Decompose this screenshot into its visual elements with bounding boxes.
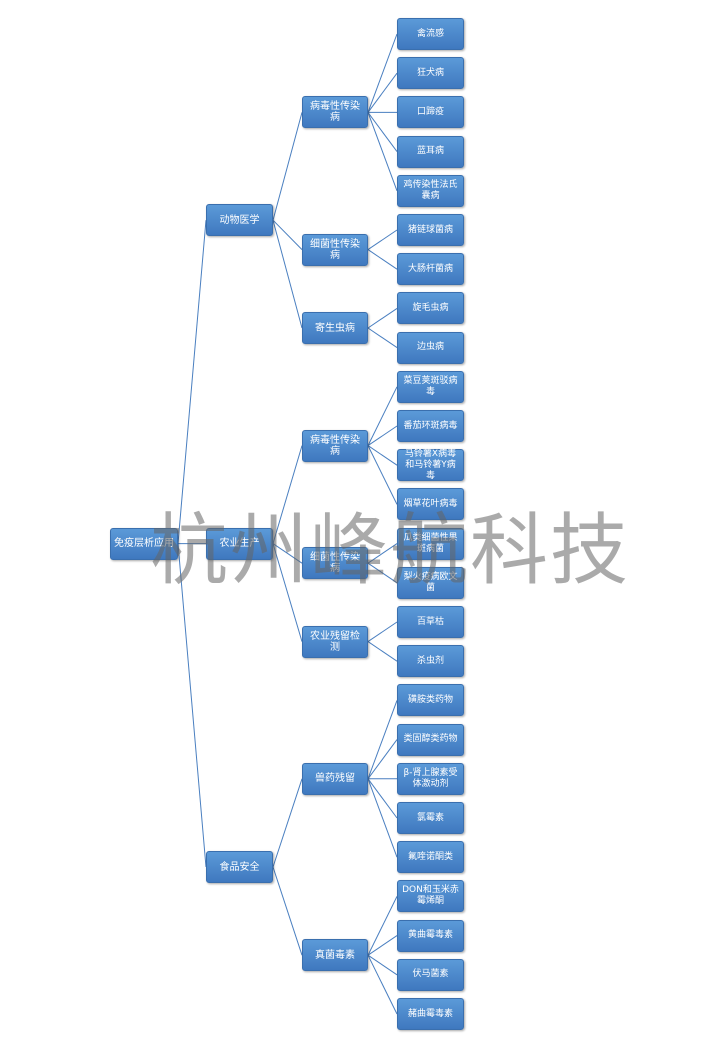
category-node: 细菌性传染病 xyxy=(302,233,368,266)
connector-line xyxy=(177,220,207,544)
connector-line xyxy=(272,220,303,329)
connector-line xyxy=(367,562,398,584)
connector-line xyxy=(367,778,398,858)
domain-node: 食品安全 xyxy=(206,851,273,883)
leaf-node: 大肠杆菌病 xyxy=(397,253,464,286)
leaf-node: 菜豆荚斑驳病毒 xyxy=(397,370,464,403)
leaf-node: 烟草花叶病毒 xyxy=(397,488,464,521)
leaf-node: 猪链球菌病 xyxy=(397,214,464,246)
connector-line xyxy=(272,543,303,642)
leaf-node: 百草枯 xyxy=(397,606,464,638)
connector-line xyxy=(367,445,398,505)
connector-line xyxy=(272,219,303,250)
leaf-node: 鸡传染性法氏囊病 xyxy=(397,174,464,207)
connector-line xyxy=(367,425,398,447)
connector-line xyxy=(367,935,398,956)
connector-line xyxy=(367,641,398,662)
category-node: 病毒性传染病 xyxy=(302,429,368,462)
connector-line xyxy=(367,33,398,113)
connector-line xyxy=(367,445,398,466)
domain-node: 动物医学 xyxy=(206,204,273,237)
leaf-node: 旋毛虫病 xyxy=(397,292,464,325)
connector-line xyxy=(367,386,398,446)
connector-line xyxy=(272,112,303,221)
root-node: 免疫层析应用 xyxy=(110,527,178,560)
connector-line xyxy=(367,249,398,270)
leaf-node: 赭曲霉毒素 xyxy=(397,998,464,1030)
connector-line xyxy=(367,307,398,329)
connector-line xyxy=(367,739,398,780)
connector-line xyxy=(272,866,303,956)
leaf-node: 梨火疫病欧文菌 xyxy=(397,566,464,599)
connector-line xyxy=(367,327,398,349)
connector-line xyxy=(367,112,398,152)
leaf-node: 氯霉素 xyxy=(397,802,464,834)
leaf-node: 氟喹诺酮类 xyxy=(397,841,464,874)
leaf-node: 磺胺类药物 xyxy=(397,684,464,717)
leaf-node: 边虫病 xyxy=(397,331,464,364)
leaf-node: 狂犬病 xyxy=(397,57,464,90)
category-node: 寄生虫病 xyxy=(302,312,368,344)
connector-line xyxy=(367,954,398,1015)
connector-line xyxy=(272,778,303,868)
connector-line xyxy=(367,778,398,819)
connector-line xyxy=(367,896,398,956)
connector-line xyxy=(367,621,398,643)
connector-line xyxy=(367,72,398,113)
leaf-node: 禽流感 xyxy=(397,18,464,50)
leaf-node: 类固醇类药物 xyxy=(397,723,464,756)
domain-node: 农业生产 xyxy=(206,527,273,560)
leaf-node: 瓜类细菌性果斑病菌 xyxy=(397,527,464,560)
category-node: 细菌性传染病 xyxy=(302,547,368,580)
connector-line xyxy=(367,112,398,191)
connector-line xyxy=(272,543,303,564)
category-node: 病毒性传染病 xyxy=(302,96,368,129)
connector-line xyxy=(367,954,398,976)
connector-line xyxy=(367,700,398,779)
leaf-node: 杀虫剂 xyxy=(397,645,464,678)
category-node: 兽药残留 xyxy=(302,762,368,795)
leaf-node: DON和玉米赤霉烯酮 xyxy=(397,880,464,913)
leaf-node: 口蹄疫 xyxy=(397,96,464,129)
connector-line xyxy=(272,445,303,544)
leaf-node: β-肾上腺素受体激动剂 xyxy=(397,762,464,795)
leaf-node: 番茄环斑病毒 xyxy=(397,410,464,442)
category-node: 真菌毒素 xyxy=(302,939,368,972)
leaf-node: 蓝耳病 xyxy=(397,135,464,168)
leaf-node: 黄曲霉毒素 xyxy=(397,919,464,952)
connector-line xyxy=(367,229,398,251)
leaf-node: 马铃薯X病毒和马铃薯Y病毒 xyxy=(397,449,464,482)
leaf-node: 伏马菌素 xyxy=(397,958,464,991)
connector-line xyxy=(367,543,398,564)
category-node: 农业残留检测 xyxy=(302,625,368,658)
connector-line xyxy=(177,543,207,868)
